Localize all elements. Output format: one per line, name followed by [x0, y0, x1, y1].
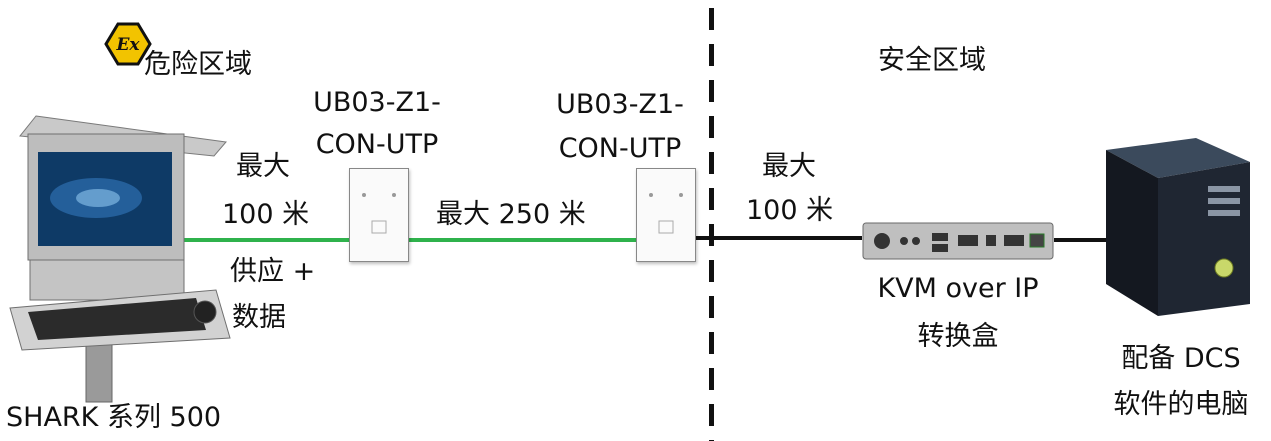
segment3-label-max: 最大: [762, 151, 816, 182]
segment1-label-data: 数据: [232, 302, 286, 333]
cable-kvm-to-pc: [1054, 238, 1106, 242]
segment1-label-supply: 供应 +: [230, 256, 316, 287]
kvm-caption-line2: 转换盒: [917, 321, 999, 352]
cable-shark-to-ub1: [180, 238, 350, 242]
pc-caption-line2: 软件的电脑: [1113, 389, 1249, 420]
ub2-caption-line1: UB03-Z1-: [556, 89, 684, 120]
shark-terminal-image: [9, 115, 231, 403]
pc-tower-icon: [1106, 138, 1250, 316]
segment3-label-distance: 100 米: [746, 195, 834, 226]
kvm-over-ip-box: [862, 222, 1054, 260]
segment1-label-max: 最大: [236, 151, 290, 182]
segment1-label-distance: 100 米: [222, 199, 310, 230]
ub03-unit-2: [636, 168, 696, 262]
ub03-unit-1: [349, 168, 409, 262]
ex-mark: Ex: [115, 35, 140, 55]
pc-caption-line1: 配备 DCS: [1121, 343, 1241, 374]
ex-hazard-icon: Ex: [104, 22, 152, 66]
ub2-caption-line2: CON-UTP: [558, 133, 682, 164]
shark-caption: SHARK 系列 500: [6, 402, 222, 433]
cable-ub2-to-kvm: [694, 236, 862, 240]
hazardous-zone-title: 危险区域: [144, 49, 252, 80]
segment2-label: 最大 250 米: [436, 199, 586, 230]
ub1-caption-line2: CON-UTP: [315, 129, 439, 160]
kvm-caption-line1: KVM over IP: [877, 273, 1039, 304]
safe-zone-title: 安全区域: [878, 45, 986, 76]
zone-divider: [709, 8, 714, 441]
ub1-caption-line1: UB03-Z1-: [313, 87, 441, 118]
cable-ub1-to-ub2: [408, 238, 636, 242]
